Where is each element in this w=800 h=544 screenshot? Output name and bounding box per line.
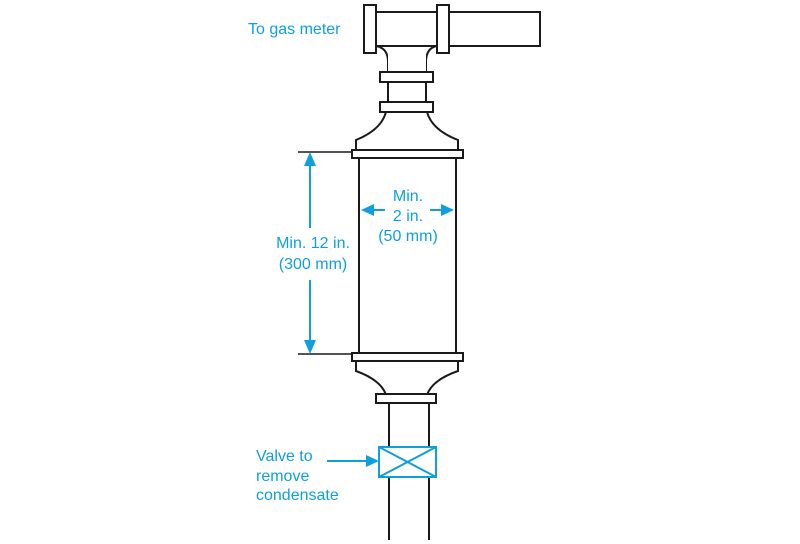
valve-label-line2: remove	[256, 468, 309, 485]
valve-label-line3: condensate	[256, 487, 339, 504]
tee-left-curve	[375, 45, 389, 72]
upper-nipple	[387, 81, 427, 103]
pipe-flange-right	[436, 4, 450, 54]
tee-right-curve	[425, 45, 438, 72]
upper-coupling-flange-1	[379, 71, 434, 83]
tee-branch	[375, 45, 438, 72]
gas-meter-label: To gas meter	[248, 21, 341, 38]
drip-chamber	[351, 149, 464, 362]
arrow-up-icon	[304, 152, 316, 166]
upper-coupling	[379, 71, 434, 113]
width-dimension	[361, 204, 454, 216]
upper-coupling-flange-2	[379, 101, 434, 113]
inner-width-label: 2 in.	[393, 208, 423, 225]
chamber-top-flange	[351, 149, 464, 159]
tee-fill	[388, 50, 426, 72]
lower-reducer	[355, 360, 459, 396]
inner-min-label: Min.	[393, 188, 423, 205]
height-metric-label: (300 mm)	[279, 256, 347, 273]
chamber-bottom-flange	[351, 352, 464, 362]
inner-metric-label: (50 mm)	[378, 228, 438, 245]
height-min-label: Min. 12 in.	[276, 235, 350, 252]
arrow-right-icon	[441, 204, 454, 216]
pipe-flange-left	[363, 4, 377, 54]
chamber-body	[358, 157, 457, 354]
upper-reducer	[355, 111, 459, 151]
height-dimension	[298, 151, 352, 355]
main-pipe	[366, 11, 541, 47]
arrow-left-icon	[361, 204, 374, 216]
horizontal-gas-pipe	[363, 4, 541, 54]
arrow-down-icon	[304, 340, 316, 354]
valve-icon	[378, 446, 437, 478]
lower-coupling-flange	[375, 393, 437, 404]
valve-leader	[327, 455, 379, 467]
valve-cross-2	[378, 446, 437, 478]
valve-label-line1: Valve to	[256, 448, 313, 465]
valve-leader-arrow-icon	[366, 455, 379, 467]
